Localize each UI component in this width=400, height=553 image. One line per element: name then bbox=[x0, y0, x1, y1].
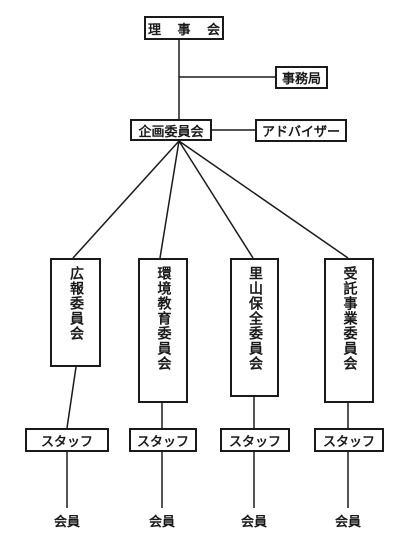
committee-box-public-relations: 広報委員会 bbox=[50, 258, 101, 367]
secretariat-box: 事務局 bbox=[275, 66, 328, 89]
staff-box: スタッフ bbox=[220, 428, 290, 452]
staff-box: スタッフ bbox=[314, 428, 384, 452]
committee-label: 里山保全委員会 bbox=[247, 266, 263, 371]
adviser-box: アドバイザー bbox=[255, 119, 347, 142]
member-label: 会員 bbox=[241, 515, 268, 530]
staff-box: スタッフ bbox=[129, 428, 197, 452]
committee-label: 広報委員会 bbox=[68, 266, 84, 341]
committee-label: 環境教育委員会 bbox=[155, 266, 172, 371]
connector-planning-c4 bbox=[178, 140, 349, 259]
committee-box-contract-projects: 受託事業委員会 bbox=[324, 258, 374, 403]
staff-box: スタッフ bbox=[25, 428, 109, 452]
committee-label: 受託事業委員会 bbox=[341, 266, 358, 371]
connector-c1-staff bbox=[66, 366, 77, 429]
member-label: 会員 bbox=[335, 515, 362, 530]
member-label: 会員 bbox=[54, 515, 81, 530]
connector-planning-c1 bbox=[72, 140, 180, 259]
board-box: 理 事 会 bbox=[144, 16, 224, 40]
committee-box-satoyama-conservation: 里山保全委員会 bbox=[230, 258, 279, 397]
committee-box-environmental-education: 環境教育委員会 bbox=[138, 258, 188, 403]
connector-planning-c3 bbox=[178, 140, 254, 259]
connector-planning-c2 bbox=[159, 140, 180, 259]
member-label: 会員 bbox=[149, 515, 176, 530]
planning-committee-box: 企画委員会 bbox=[130, 119, 212, 141]
